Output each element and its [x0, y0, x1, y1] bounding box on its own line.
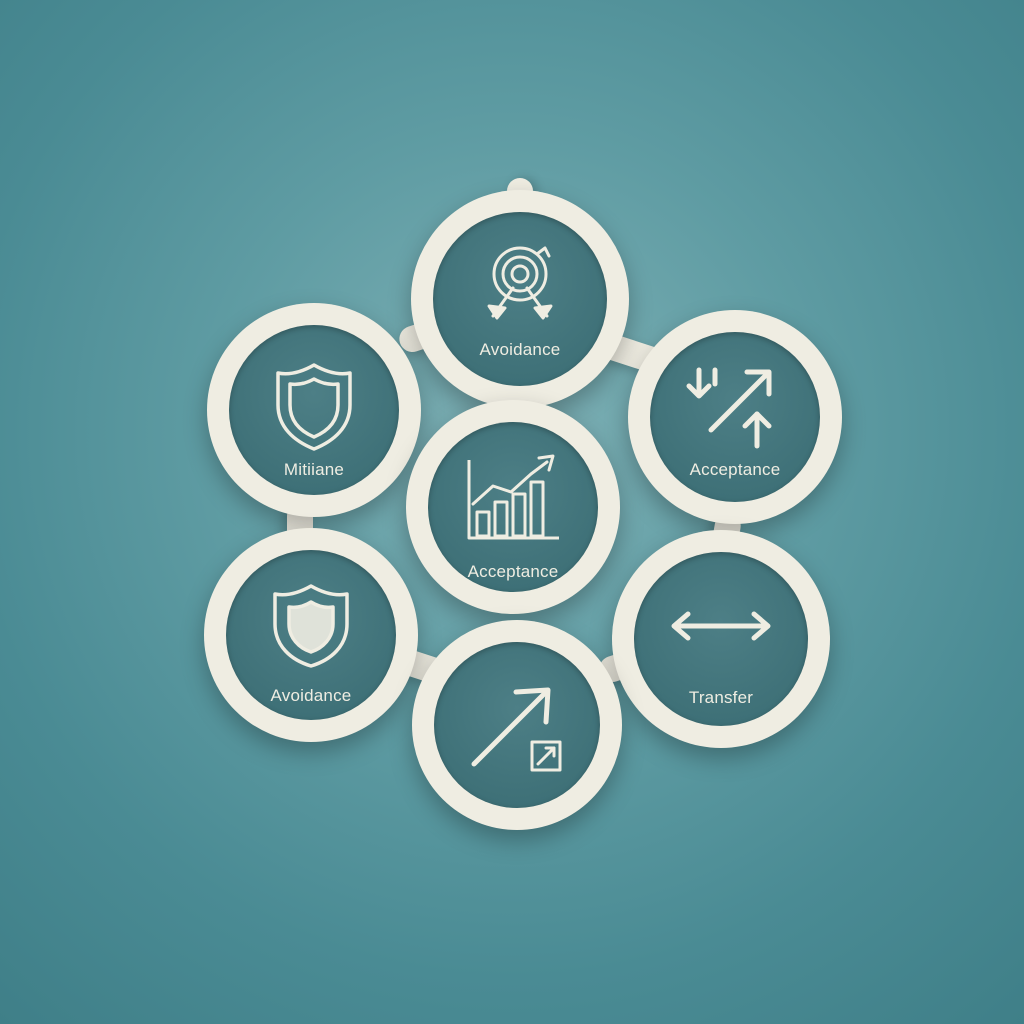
double-arrow-icon	[671, 611, 771, 641]
node-inner: Acceptance	[428, 422, 598, 592]
node-label: Avoidance	[479, 340, 561, 359]
node-label: Transfer	[688, 688, 754, 707]
node-inner: Mitiiane	[229, 325, 399, 495]
node-inner: Avoidance	[433, 212, 607, 386]
node-bottom[interactable]	[412, 620, 622, 830]
node-lower-right[interactable]: Transfer	[612, 530, 830, 748]
shield-icon	[273, 584, 349, 668]
node-label: Acceptance	[689, 460, 781, 479]
shield-icon	[276, 363, 352, 451]
node-upper-left[interactable]: Mitiiane	[207, 303, 421, 517]
diagonal-arrow-icon	[471, 687, 562, 772]
node-center[interactable]: Acceptance	[406, 400, 620, 614]
node-inner: Acceptance	[650, 332, 820, 502]
node-inner: Transfer	[634, 552, 808, 726]
bar-chart-trend-icon	[467, 454, 559, 540]
node-inner: Avoidance	[226, 550, 396, 720]
node-label: Mitiiane	[283, 460, 345, 479]
target-arrows-icon	[487, 246, 553, 320]
node-upper-right[interactable]: Acceptance	[628, 310, 842, 524]
node-label: Avoidance	[270, 686, 352, 705]
node-top[interactable]: Avoidance	[411, 190, 629, 408]
node-lower-left[interactable]: Avoidance	[204, 528, 418, 742]
up-down-arrows-icon	[686, 367, 772, 449]
node-inner	[434, 642, 600, 808]
node-label: Acceptance	[467, 562, 559, 581]
